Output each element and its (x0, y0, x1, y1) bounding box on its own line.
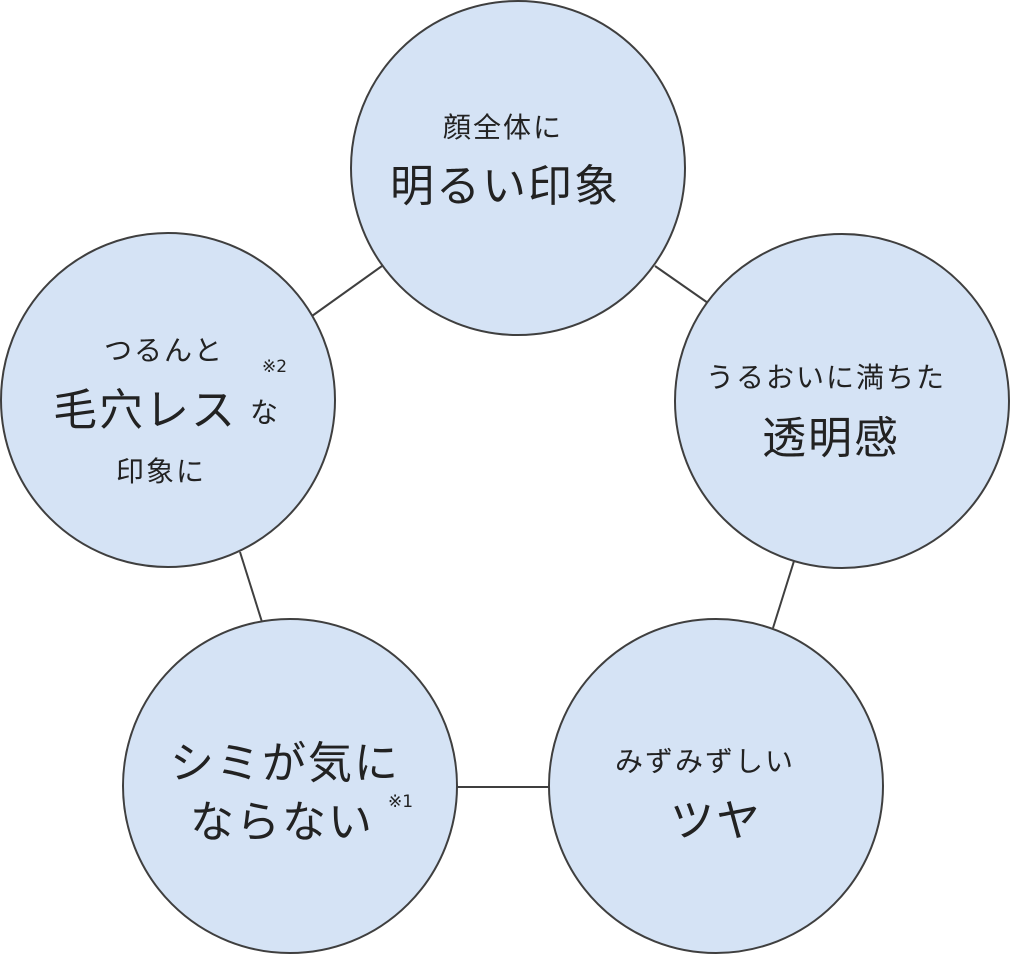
node-bottom-left-footnote-mark: ※1 (388, 792, 414, 812)
node-left-line2: 毛穴レス (53, 385, 237, 436)
node-right (674, 233, 1010, 569)
node-left-line2-suffix: な (250, 396, 281, 429)
node-top (350, 0, 686, 336)
connector-top-left (311, 265, 383, 317)
node-bottom-left-line2: ならない (190, 797, 374, 848)
node-bottom-left-line1: シミが気に (170, 738, 400, 789)
node-bottom-right (548, 618, 884, 954)
connector-left-bottomleft (239, 551, 263, 623)
connector-right-bottomright (772, 560, 795, 629)
node-right-subtitle: うるおいに満ちた (706, 361, 947, 394)
node-top-title: 明るい印象 (390, 161, 620, 212)
node-bottom-right-title: ツヤ (670, 796, 762, 847)
node-right-title: 透明感 (762, 413, 900, 464)
node-left-line1: つるんと (104, 334, 225, 367)
connector-top-right (654, 265, 709, 304)
node-bottom-right-subtitle: みずみずしい (615, 745, 796, 778)
node-top-subtitle: 顔全体に (443, 111, 564, 144)
node-left (0, 232, 336, 568)
node-bottom-left (122, 618, 458, 954)
node-left-footnote-mark: ※2 (262, 357, 288, 377)
node-left-line3: 印象に (116, 455, 207, 488)
